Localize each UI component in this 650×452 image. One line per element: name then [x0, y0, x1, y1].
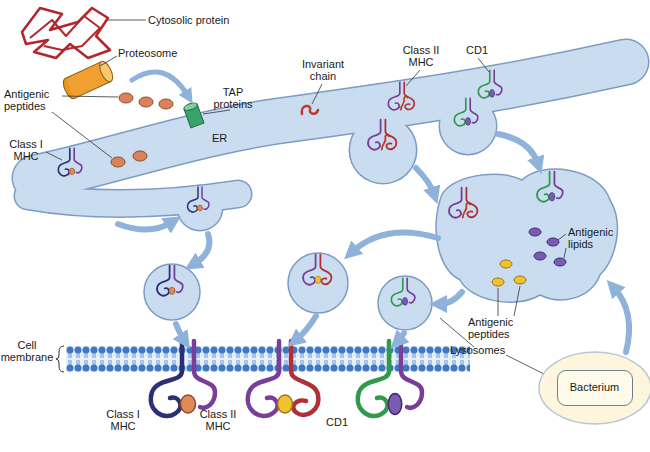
- leader-line: [506, 355, 544, 374]
- transport-arrows: [118, 72, 629, 352]
- class-ii-molecule: [388, 82, 414, 110]
- bacterium-cell: [539, 352, 650, 424]
- transport-arrow: [498, 134, 538, 164]
- er-bud: [350, 117, 416, 183]
- part-label: Class II MHC: [192, 408, 244, 432]
- class-i-molecule: [151, 341, 215, 416]
- leader-line: [558, 234, 566, 240]
- membrane-core: [66, 346, 470, 372]
- proteasome-edge: [65, 62, 101, 79]
- class-i-molecule: [188, 187, 209, 212]
- class-i-molecule: [58, 148, 82, 176]
- tap-top: [183, 101, 198, 111]
- leader-line: [46, 152, 62, 160]
- er-bud: [178, 186, 222, 230]
- part-label: Class I MHC: [2, 138, 50, 162]
- transport-arrow: [296, 316, 316, 340]
- invariant-chain: [302, 106, 318, 114]
- lipid: [547, 238, 559, 246]
- leader-line: [498, 288, 499, 316]
- leader-line: [478, 58, 489, 72]
- part-label: Antigenic peptides: [468, 316, 532, 340]
- part-label: Proteosome: [118, 47, 198, 59]
- cell-membrane-band: Cell membrane: [66, 346, 470, 372]
- part-label: CD1: [466, 44, 496, 56]
- vesicle: [144, 264, 200, 320]
- class-ii-molecule: [248, 341, 319, 416]
- lipid: [534, 252, 546, 260]
- cd1-molecule: [391, 278, 415, 306]
- bracket: [56, 346, 64, 372]
- lipid: [529, 228, 541, 236]
- part-label: Lysosomes: [450, 344, 520, 356]
- bacterium-box: Bacterium: [557, 370, 633, 406]
- transport-arrow: [132, 72, 188, 96]
- transport-arrow: [118, 222, 172, 230]
- cd1-molecule: [478, 70, 502, 98]
- part-label: Cytosolic protein: [148, 14, 258, 26]
- leader-line: [62, 96, 118, 97]
- peptide: [492, 278, 504, 286]
- class-ii-molecule: [449, 188, 477, 218]
- peptide: [500, 260, 512, 268]
- cytosolic-protein: [22, 8, 110, 58]
- cd1-molecule: [454, 98, 478, 126]
- part-label: Class I MHC: [98, 408, 148, 432]
- class-i-molecule: [157, 266, 183, 296]
- leader-line: [312, 84, 322, 104]
- vesicle: [378, 276, 432, 330]
- part-label: TAP proteins: [205, 86, 261, 110]
- class-ii-molecule: [303, 255, 331, 285]
- peptide: [119, 93, 133, 103]
- peptide: [514, 276, 526, 284]
- leader-line: [203, 110, 230, 114]
- peptide: [139, 97, 153, 107]
- peptide: [133, 151, 147, 161]
- class-ii-molecule: [368, 120, 396, 150]
- transport-arrow: [398, 333, 404, 341]
- er-compartment: ER: [10, 35, 640, 235]
- transport-arrow: [440, 292, 462, 304]
- organelle-label: ER: [212, 132, 242, 144]
- transport-arrow: [416, 168, 434, 194]
- cd1-molecule: [358, 341, 422, 416]
- er-bud: [440, 98, 496, 154]
- leader-line: [406, 70, 420, 86]
- part-label: Invariant chain: [292, 58, 354, 82]
- part-label: Class II MHC: [393, 44, 449, 68]
- leader-line: [564, 248, 566, 258]
- membrane-label: Cell membrane: [0, 339, 54, 363]
- transport-arrow: [614, 288, 629, 352]
- proteasome-end: [97, 59, 115, 83]
- bacterium-label: Bacterium: [558, 381, 631, 393]
- lipid: [554, 258, 566, 266]
- part-label: Antigenic lipids: [568, 226, 630, 250]
- part-label: CD1: [326, 416, 356, 428]
- transport-arrow: [194, 234, 209, 264]
- leader-line: [108, 20, 146, 21]
- peptide: [111, 157, 125, 167]
- transport-arrow: [352, 232, 438, 252]
- lipid-bilayer: [66, 346, 470, 372]
- leader-line: [52, 112, 112, 158]
- part-label: Antigenic peptides: [4, 88, 66, 112]
- peptide: [159, 99, 173, 109]
- transport-arrow: [176, 324, 184, 340]
- cytosolic-protein: [30, 16, 100, 50]
- vesicle: [288, 253, 348, 313]
- proteasome: [61, 59, 116, 100]
- tap-protein: [183, 101, 204, 127]
- proteasome-edge: [75, 82, 111, 99]
- leader-line: [514, 286, 520, 316]
- cd1-molecule: [537, 172, 563, 202]
- leader-line: [100, 56, 117, 66]
